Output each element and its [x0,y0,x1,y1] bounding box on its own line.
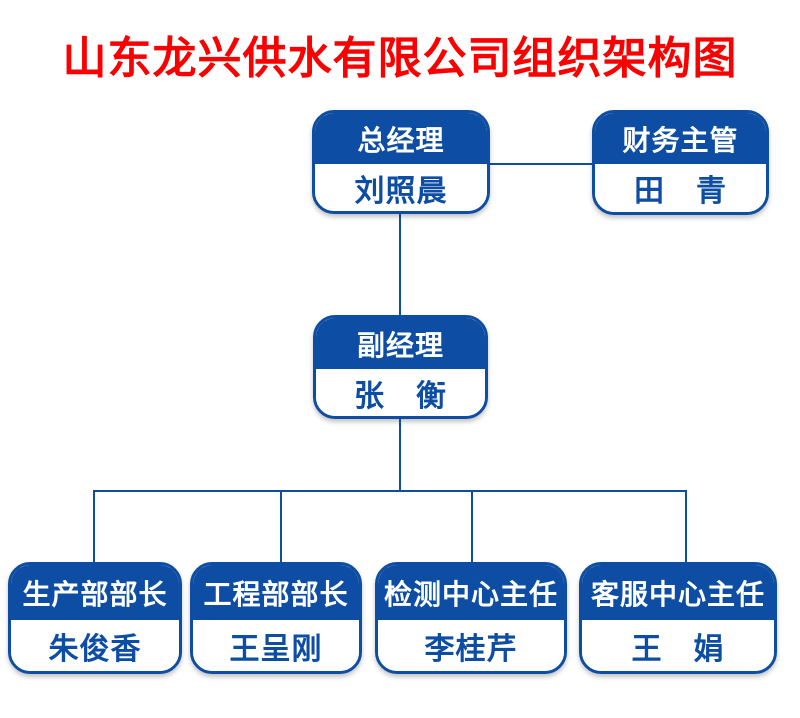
connector-deputy-stem [399,417,401,492]
role-label: 总经理 [315,113,487,164]
person-name: 李桂芹 [378,620,564,671]
role-label: 生产部部长 [11,565,179,620]
connector-horizontal-bus [93,490,687,492]
org-node-engineering-dept-head: 工程部部长 王呈刚 [190,562,362,674]
connector-drop-engineering [280,490,282,564]
connector-drop-production [93,490,95,564]
connector-gm-finance [488,163,594,165]
org-node-testing-center-director: 检测中心主任 李桂芹 [375,562,567,674]
org-node-deputy-manager: 副经理 张 衡 [313,315,488,419]
chart-title: 山东龙兴供水有限公司组织架构图 [62,34,738,83]
connector-drop-testing [471,490,473,564]
org-node-finance-supervisor: 财务主管 田 青 [592,110,769,215]
person-name: 刘照晨 [315,164,487,211]
role-label: 客服中心主任 [582,565,774,620]
person-name: 张 衡 [316,369,485,416]
role-label: 财务主管 [595,113,766,164]
connector-drop-service [685,490,687,564]
role-label: 检测中心主任 [378,565,564,620]
org-node-service-center-director: 客服中心主任 王 娟 [579,562,777,674]
person-name: 王呈刚 [193,620,359,671]
person-name: 田 青 [595,164,766,212]
connector-gm-deputy [399,212,401,317]
person-name: 朱俊香 [11,620,179,671]
org-node-general-manager: 总经理 刘照晨 [312,110,490,214]
role-label: 工程部部长 [193,565,359,620]
person-name: 王 娟 [582,620,774,671]
org-node-production-dept-head: 生产部部长 朱俊香 [8,562,182,674]
role-label: 副经理 [316,318,485,369]
